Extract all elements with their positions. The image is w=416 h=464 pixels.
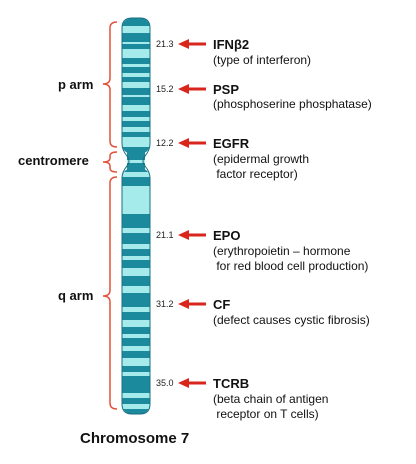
chromosome-band-light <box>122 244 150 249</box>
arrow-head <box>178 378 189 388</box>
band-position-epo: 21.1 <box>156 230 174 240</box>
chromosome-band-light <box>122 26 150 33</box>
chromosome-band-light <box>122 137 150 147</box>
chromosome-band-light <box>122 73 150 77</box>
gene-description-egfr: (epidermal growth factor receptor) <box>213 152 310 181</box>
chromosome-band-light <box>122 393 150 398</box>
region-brackets <box>102 21 118 410</box>
gene-description-cf: (defect causes cystic fibrosis) <box>213 313 370 327</box>
gene-name-epo: EPO <box>213 228 241 243</box>
arrow-cf <box>178 299 206 309</box>
chromosome-band-light <box>122 334 150 338</box>
diagram-caption: Chromosome 7 <box>80 430 190 447</box>
chromosome-band-light <box>122 117 150 121</box>
chromosome-band-light <box>122 42 150 44</box>
arrow-head <box>178 39 189 49</box>
chromosome-outline <box>121 17 151 415</box>
chromosome-band-light <box>122 228 150 233</box>
gene-description-epo: (erythropoietin – hormone for red blood … <box>213 244 369 273</box>
gene-description-psp: (phosphoserine phosphatase) <box>213 97 372 111</box>
gene-name-tcrb: TCRB <box>213 376 250 391</box>
arrow-ifnb2 <box>178 39 206 49</box>
chromosome-band-light <box>122 49 150 58</box>
chromosome-band-light <box>122 268 150 276</box>
chromosome-band-light <box>122 127 150 132</box>
chromosome-band-light <box>122 346 150 351</box>
chromosome-band-light <box>122 372 150 376</box>
chromosome-outline-path <box>121 17 151 415</box>
region-label-q-arm: q arm <box>58 288 94 303</box>
arrow-head <box>178 230 189 240</box>
chromosome-band-light <box>122 286 150 293</box>
chromosome-band-light <box>122 105 150 111</box>
band-position-ifnb2: 21.3 <box>156 39 174 49</box>
chromosome-band-light <box>122 256 150 260</box>
band-position-egfr: 12.2 <box>156 138 174 148</box>
bracket-centromere <box>102 151 118 173</box>
arrow-head <box>178 138 189 148</box>
chromosome-band-light <box>122 172 150 177</box>
band-position-cf: 31.2 <box>156 299 174 309</box>
arrow-psp <box>178 84 206 94</box>
band-position-psp: 15.2 <box>156 84 174 94</box>
arrow-tcrb <box>178 378 206 388</box>
bracket-p-arm <box>102 21 118 148</box>
arrow-head <box>178 84 189 94</box>
chromosome-band-light <box>122 95 150 97</box>
region-label-centromere: centromere <box>18 153 89 168</box>
gene-description-ifnb2: (type of interferon) <box>213 53 312 67</box>
gene-name-psp: PSP <box>213 82 240 97</box>
arrow-head <box>178 299 189 309</box>
chromosome-band-light <box>122 64 150 67</box>
chromosome-band-light <box>122 404 150 409</box>
chromosome-band-light <box>122 160 150 163</box>
arrow-epo <box>178 230 206 240</box>
chromosome-band-light <box>122 186 150 214</box>
chromosome-band-light <box>122 82 150 88</box>
bracket-q-arm <box>102 176 118 410</box>
chromosome-band-light <box>122 307 150 312</box>
gene-name-ifnb2: IFNβ2 <box>213 37 250 52</box>
gene-description-tcrb: (beta chain of antigen receptor on T cel… <box>213 392 329 421</box>
band-position-tcrb: 35.0 <box>156 378 174 388</box>
chromosome-7 <box>122 18 150 414</box>
gene-arrows <box>178 39 206 388</box>
arrow-egfr <box>178 138 206 148</box>
gene-name-cf: CF <box>213 297 231 312</box>
gene-name-egfr: EGFR <box>213 136 250 151</box>
chromosome-band-light <box>122 358 150 366</box>
region-label-p-arm: p arm <box>58 77 94 92</box>
chromosome-band-light <box>122 320 150 327</box>
